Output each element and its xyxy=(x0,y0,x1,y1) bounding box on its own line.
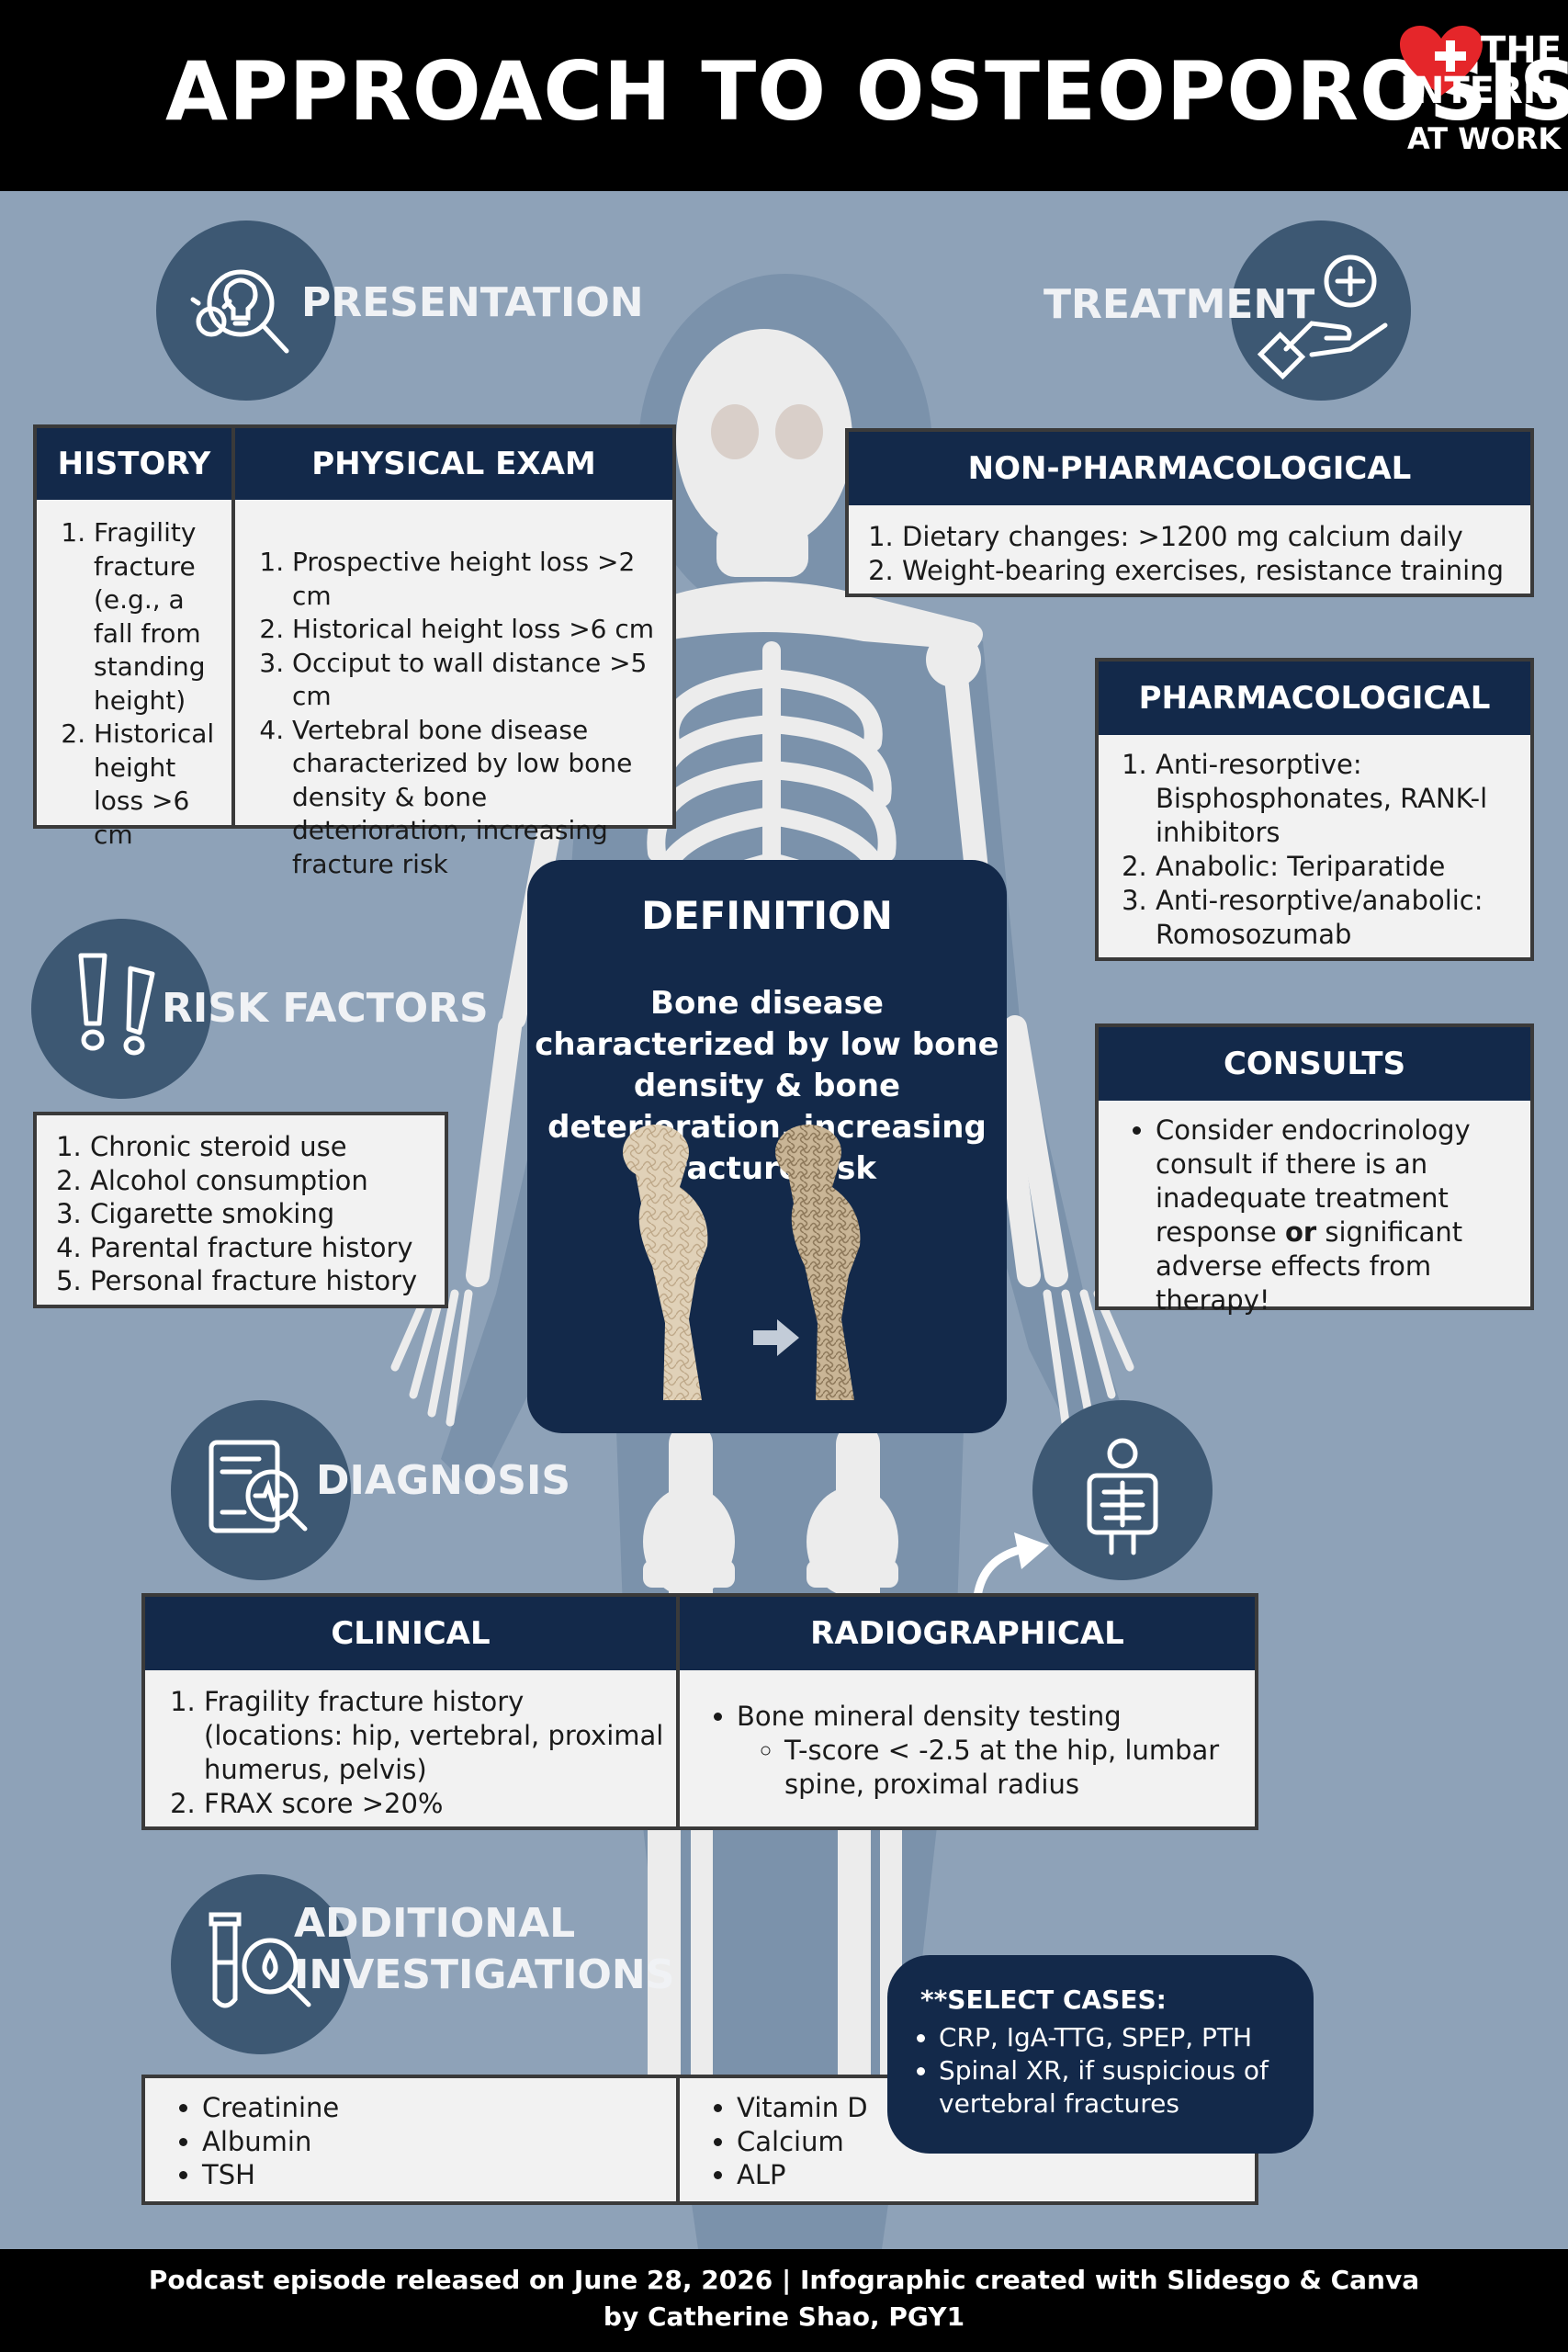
footer-line1: Podcast episode released on June 28, 202… xyxy=(148,2265,1420,2295)
logo-line1: THE xyxy=(1481,29,1562,72)
additional-title-line2: INVESTIGATIONS xyxy=(294,1951,675,1998)
page-title: APPROACH TO OSTEOPOROSIS xyxy=(165,44,1568,139)
lightbulb-search-icon xyxy=(190,269,289,354)
risk-factors-box: Chronic steroid use Alcohol consumption … xyxy=(33,1112,448,1308)
additional-item: Calcium xyxy=(737,2125,1247,2159)
additional-right-body: Vitamin D Calcium ALP xyxy=(680,2078,1255,2201)
radiographical-subitem: T-score < -2.5 at the hip, lumbar spine,… xyxy=(784,1734,1247,1802)
footer: Podcast episode released on June 28, 202… xyxy=(0,2249,1568,2352)
treatment-circle xyxy=(1231,220,1411,401)
physical-exam-box: PHYSICAL EXAM Prospective height loss >2… xyxy=(231,424,676,879)
presentation-title: PRESENTATION xyxy=(301,279,644,326)
additional-title-line1: ADDITIONAL xyxy=(294,1900,576,1947)
history-item: Historical height loss >6 cm xyxy=(94,718,224,852)
additional-item: TSH xyxy=(202,2158,669,2192)
healthy-bone xyxy=(623,1125,708,1400)
definition-text: Bone disease characterized by low bone d… xyxy=(535,985,999,1187)
non-pharm-item: Dietary changes: >1200 mg calcium daily xyxy=(902,520,1523,554)
risk-factor-item: Cigarette smoking xyxy=(90,1197,437,1231)
exclamation-icon xyxy=(78,953,155,1056)
history-body: Fragility fracture (e.g., a fall from st… xyxy=(37,500,231,850)
heart-icon xyxy=(1400,26,1483,96)
footer-line2: by Catherine Shao, PGY1 xyxy=(603,2301,965,2332)
additional-circle xyxy=(171,1874,351,2054)
xray-icon xyxy=(1087,1438,1158,1555)
definition-panel: DEFINITION Bone disease characterized by… xyxy=(527,860,1007,1433)
consults-box: CONSULTS Consider endocrinology consult … xyxy=(1095,1023,1534,1316)
pharm-box: PHARMACOLOGICAL Anti-resorptive: Bisphos… xyxy=(1095,658,1534,961)
history-item: Fragility fracture (e.g., a fall from st… xyxy=(94,516,224,718)
consults-body: Consider endocrinology consult if there … xyxy=(1099,1101,1530,1316)
presentation-circle xyxy=(156,220,336,401)
diagnosis-title: DIAGNOSIS xyxy=(316,1457,571,1504)
additional-item: Creatinine xyxy=(202,2091,669,2125)
arrow-right-icon xyxy=(753,1319,799,1356)
bone-comparison-illustration xyxy=(623,1125,861,1400)
pharm-item: Anti-resorptive/anabolic: Romosozumab xyxy=(1156,884,1523,952)
risk-factors-body: Chronic steroid use Alcohol consumption … xyxy=(37,1115,445,1305)
test-tube-search-icon xyxy=(209,1912,311,2008)
medical-hand-icon xyxy=(1257,254,1388,380)
pharm-item: Anti-resorptive: Bisphosphonates, RANK-l… xyxy=(1156,748,1523,850)
logo-line3: AT WORK xyxy=(1407,121,1562,156)
diagnosis-circle xyxy=(171,1400,351,1580)
curved-arrow-icon xyxy=(973,1532,1049,1601)
non-pharm-heading: NON-PHARMACOLOGICAL xyxy=(849,432,1530,505)
definition-title: DEFINITION xyxy=(641,893,893,938)
xray-circle xyxy=(1032,1400,1213,1580)
history-heading: HISTORY xyxy=(37,428,231,500)
clinical-item: FRAX score >20% xyxy=(204,1787,669,1821)
pharm-item: Anabolic: Teriparatide xyxy=(1156,850,1523,884)
physical-exam-heading: PHYSICAL EXAM xyxy=(235,428,672,500)
radiographical-heading: RADIOGRAPHICAL xyxy=(680,1597,1255,1670)
report-search-icon xyxy=(209,1440,308,1533)
select-cases-panel: **SELECT CASES: CRP, IgA-TTG, SPEP, PTH … xyxy=(887,1955,1314,2154)
radiographical-item: Bone mineral density testing T-score < -… xyxy=(737,1700,1247,1802)
consults-heading: CONSULTS xyxy=(1099,1027,1530,1101)
select-cases-heading: **SELECT CASES: xyxy=(920,1984,1167,2015)
consults-text-after: significant adverse effects from therapy… xyxy=(1156,1216,1463,1316)
additional-left-body: Creatinine Albumin TSH xyxy=(145,2078,676,2201)
risk-factors-circle xyxy=(31,919,211,1099)
history-box: HISTORY Fragility fracture (e.g., a fall… xyxy=(33,424,235,850)
risk-factors-title: RISK FACTORS xyxy=(162,985,489,1032)
radiographical-box: RADIOGRAPHICAL Bone mineral density test… xyxy=(676,1593,1258,1830)
header: APPROACH TO OSTEOPOROSIS THE INTERN AT W… xyxy=(0,0,1568,191)
logo-line2: INTERN xyxy=(1400,70,1554,112)
select-cases-list: CRP, IgA-TTG, SPEP, PTH Spinal XR, if su… xyxy=(887,2021,1304,2120)
risk-factor-item: Alcohol consumption xyxy=(90,1164,437,1198)
consults-text-bold: or xyxy=(1284,1216,1317,1248)
logo: THE INTERN AT WORK xyxy=(1396,26,1562,164)
pharm-heading: PHARMACOLOGICAL xyxy=(1099,662,1530,735)
additional-item: Albumin xyxy=(202,2125,669,2159)
osteoporotic-bone xyxy=(775,1125,861,1400)
risk-factor-item: Personal fracture history xyxy=(90,1264,437,1298)
additional-item: ALP xyxy=(737,2158,1247,2192)
physical-exam-body: Prospective height loss >2 cm Historical… xyxy=(235,500,672,879)
physical-exam-item: Occiput to wall distance >5 cm xyxy=(292,647,665,714)
physical-exam-item: Historical height loss >6 cm xyxy=(292,613,665,647)
clinical-body: Fragility fracture history (locations: h… xyxy=(145,1670,676,1826)
clinical-heading: CLINICAL xyxy=(145,1597,676,1670)
clinical-box: CLINICAL Fragility fracture history (loc… xyxy=(141,1593,680,1830)
radiographical-item-text: Bone mineral density testing xyxy=(737,1701,1122,1732)
clinical-item: Fragility fracture history (locations: h… xyxy=(204,1685,669,1787)
treatment-title: TREATMENT xyxy=(1043,281,1315,328)
risk-factor-item: Chronic steroid use xyxy=(90,1130,437,1164)
physical-exam-item: Prospective height loss >2 cm xyxy=(292,546,665,613)
risk-factor-item: Parental fracture history xyxy=(90,1231,437,1265)
additional-left-box: Creatinine Albumin TSH xyxy=(141,2075,680,2205)
non-pharm-item: Weight-bearing exercises, resistance tra… xyxy=(902,554,1523,588)
non-pharm-box: NON-PHARMACOLOGICAL Dietary changes: >12… xyxy=(845,428,1534,597)
select-case-item: Spinal XR, if suspicious of vertebral fr… xyxy=(939,2054,1304,2120)
additional-item: Vitamin D xyxy=(737,2091,1247,2125)
non-pharm-body: Dietary changes: >1200 mg calcium daily … xyxy=(849,505,1530,594)
consults-item: Consider endocrinology consult if there … xyxy=(1156,1114,1523,1317)
physical-exam-item: Vertebral bone disease characterized by … xyxy=(292,714,665,882)
select-case-item: CRP, IgA-TTG, SPEP, PTH xyxy=(939,2021,1304,2054)
radiographical-body: Bone mineral density testing T-score < -… xyxy=(680,1670,1255,1826)
consults-text-before: Consider endocrinology consult if there … xyxy=(1156,1114,1471,1248)
pharm-body: Anti-resorptive: Bisphosphonates, RANK-l… xyxy=(1099,735,1530,957)
